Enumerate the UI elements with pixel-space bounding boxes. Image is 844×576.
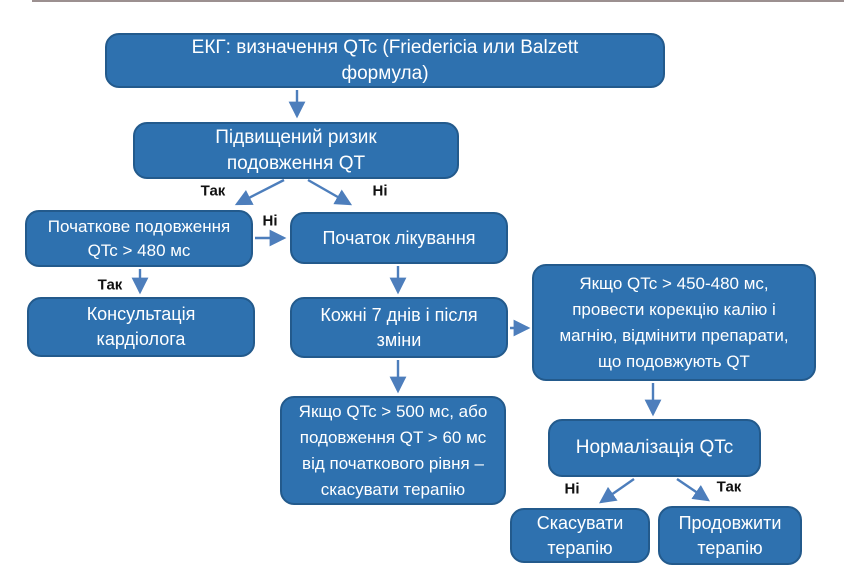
edge-label-no-risk: Ні xyxy=(372,182,388,200)
node-start-treatment: Початок лікування xyxy=(290,212,508,264)
edge-label-yes-normalize: Так xyxy=(716,478,742,496)
node-ekg-qtc-determination: ЕКГ: визначення QTc (Friedericia или Bal… xyxy=(105,33,665,88)
node-qtc-normalization: Нормалізація QTc xyxy=(548,419,761,477)
node-initial-prolongation: Початкове подовження QTc > 480 мс xyxy=(25,210,253,267)
edge-label-no-initial: Ні xyxy=(262,212,278,230)
edge-label-yes-initial: Так xyxy=(97,276,123,294)
top-rule-line xyxy=(32,0,844,2)
edge-label-yes-risk: Так xyxy=(200,182,226,200)
node-cancel-therapy: Скасувати терапію xyxy=(510,508,650,563)
node-qtc-450-480-correction: Якщо QTc > 450-480 мс, провести корекцію… xyxy=(532,264,816,381)
node-continue-therapy: Продовжити терапію xyxy=(658,506,802,565)
node-cardiologist-consult: Консультація кардіолога xyxy=(27,297,255,357)
node-qtc-500-stop-therapy: Якщо QTc > 500 мс, або подовження QT > 6… xyxy=(280,396,506,505)
node-every-7-days: Кожні 7 днів і після зміни xyxy=(290,297,508,358)
node-increased-risk: Підвищений ризик подовження QT xyxy=(133,122,459,179)
edge-label-no-normalize: Ні xyxy=(564,480,580,498)
